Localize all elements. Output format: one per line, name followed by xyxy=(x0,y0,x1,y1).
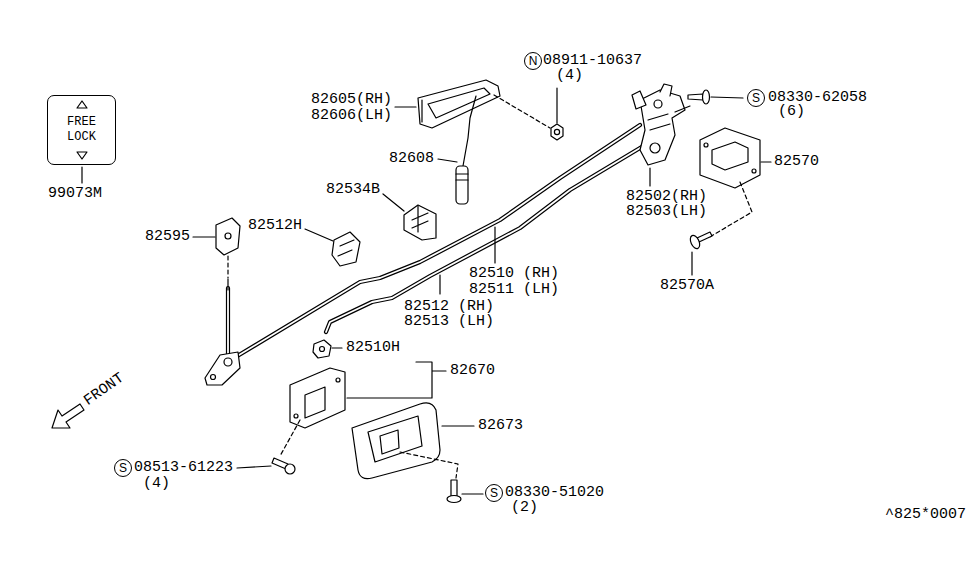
dashed-guide xyxy=(494,95,550,128)
callout-number: 99073M xyxy=(48,186,102,203)
callout-number: 82534B xyxy=(326,182,380,199)
triangle-symbol xyxy=(77,152,87,159)
symbol-letter: S xyxy=(490,487,498,499)
inside-handle xyxy=(290,368,345,428)
rod-clip xyxy=(216,218,240,255)
bellcrank xyxy=(205,352,240,385)
callout-number: 82512H xyxy=(248,218,302,235)
escutcheon xyxy=(352,403,440,479)
triangle-symbol xyxy=(77,101,87,108)
callout-number: (4) xyxy=(556,68,583,85)
symbol-circle: N xyxy=(524,52,542,70)
dashed-guide xyxy=(708,182,752,238)
callout-number: 82513 (LH) xyxy=(404,314,494,331)
symbol-letter: S xyxy=(119,462,127,474)
outside-handle xyxy=(418,80,500,128)
striker xyxy=(700,128,760,188)
callout-number: 82670 xyxy=(450,363,495,380)
callout-number: 82606(LH) xyxy=(311,108,392,125)
symbol-circle: S xyxy=(747,89,765,107)
callout-number: 82510 (RH) xyxy=(469,266,559,283)
callout-number: 08513-61223 xyxy=(134,460,233,477)
label-sticker: FREE LOCK xyxy=(47,95,116,165)
screw xyxy=(447,480,461,503)
callout-number: 82570 xyxy=(774,154,819,171)
sticker-text: FREE LOCK xyxy=(67,115,96,145)
front-arrow xyxy=(52,404,84,428)
symbol-letter: S xyxy=(752,92,760,104)
screw xyxy=(688,90,710,104)
door-lock xyxy=(632,84,690,165)
callout-number: 82510H xyxy=(346,340,400,357)
callout-number: 82608 xyxy=(389,151,434,168)
callout-number: 82595 xyxy=(145,229,190,246)
callout-number: (2) xyxy=(511,500,538,517)
callout-number: (6) xyxy=(778,104,805,121)
nut xyxy=(551,124,563,140)
symbol-circle: S xyxy=(485,484,503,502)
callout-number: 82605(RH) xyxy=(311,92,392,109)
dashed-guide xyxy=(227,256,228,278)
callout-number: (4) xyxy=(143,476,170,493)
dashed-guide xyxy=(400,452,458,478)
leader-line xyxy=(82,88,771,494)
lock-rod xyxy=(228,125,645,360)
handle-rod xyxy=(456,96,476,204)
callout-number: 82673 xyxy=(478,418,523,435)
callout-number: 82503(LH) xyxy=(626,204,707,221)
symbol-circle: S xyxy=(114,459,132,477)
rod-clip xyxy=(313,340,331,358)
symbol-letter: N xyxy=(529,55,538,67)
callout-number: ^825*0007 xyxy=(885,507,966,524)
callout-number: FRONT xyxy=(81,370,127,409)
rod-clip xyxy=(404,205,436,240)
dashed-guide xyxy=(280,420,300,456)
callout-number: 82570A xyxy=(660,278,714,295)
screw xyxy=(688,232,712,250)
rod-clip xyxy=(332,232,360,266)
screw xyxy=(272,458,295,474)
callout-number: 82511 (LH) xyxy=(469,282,559,299)
